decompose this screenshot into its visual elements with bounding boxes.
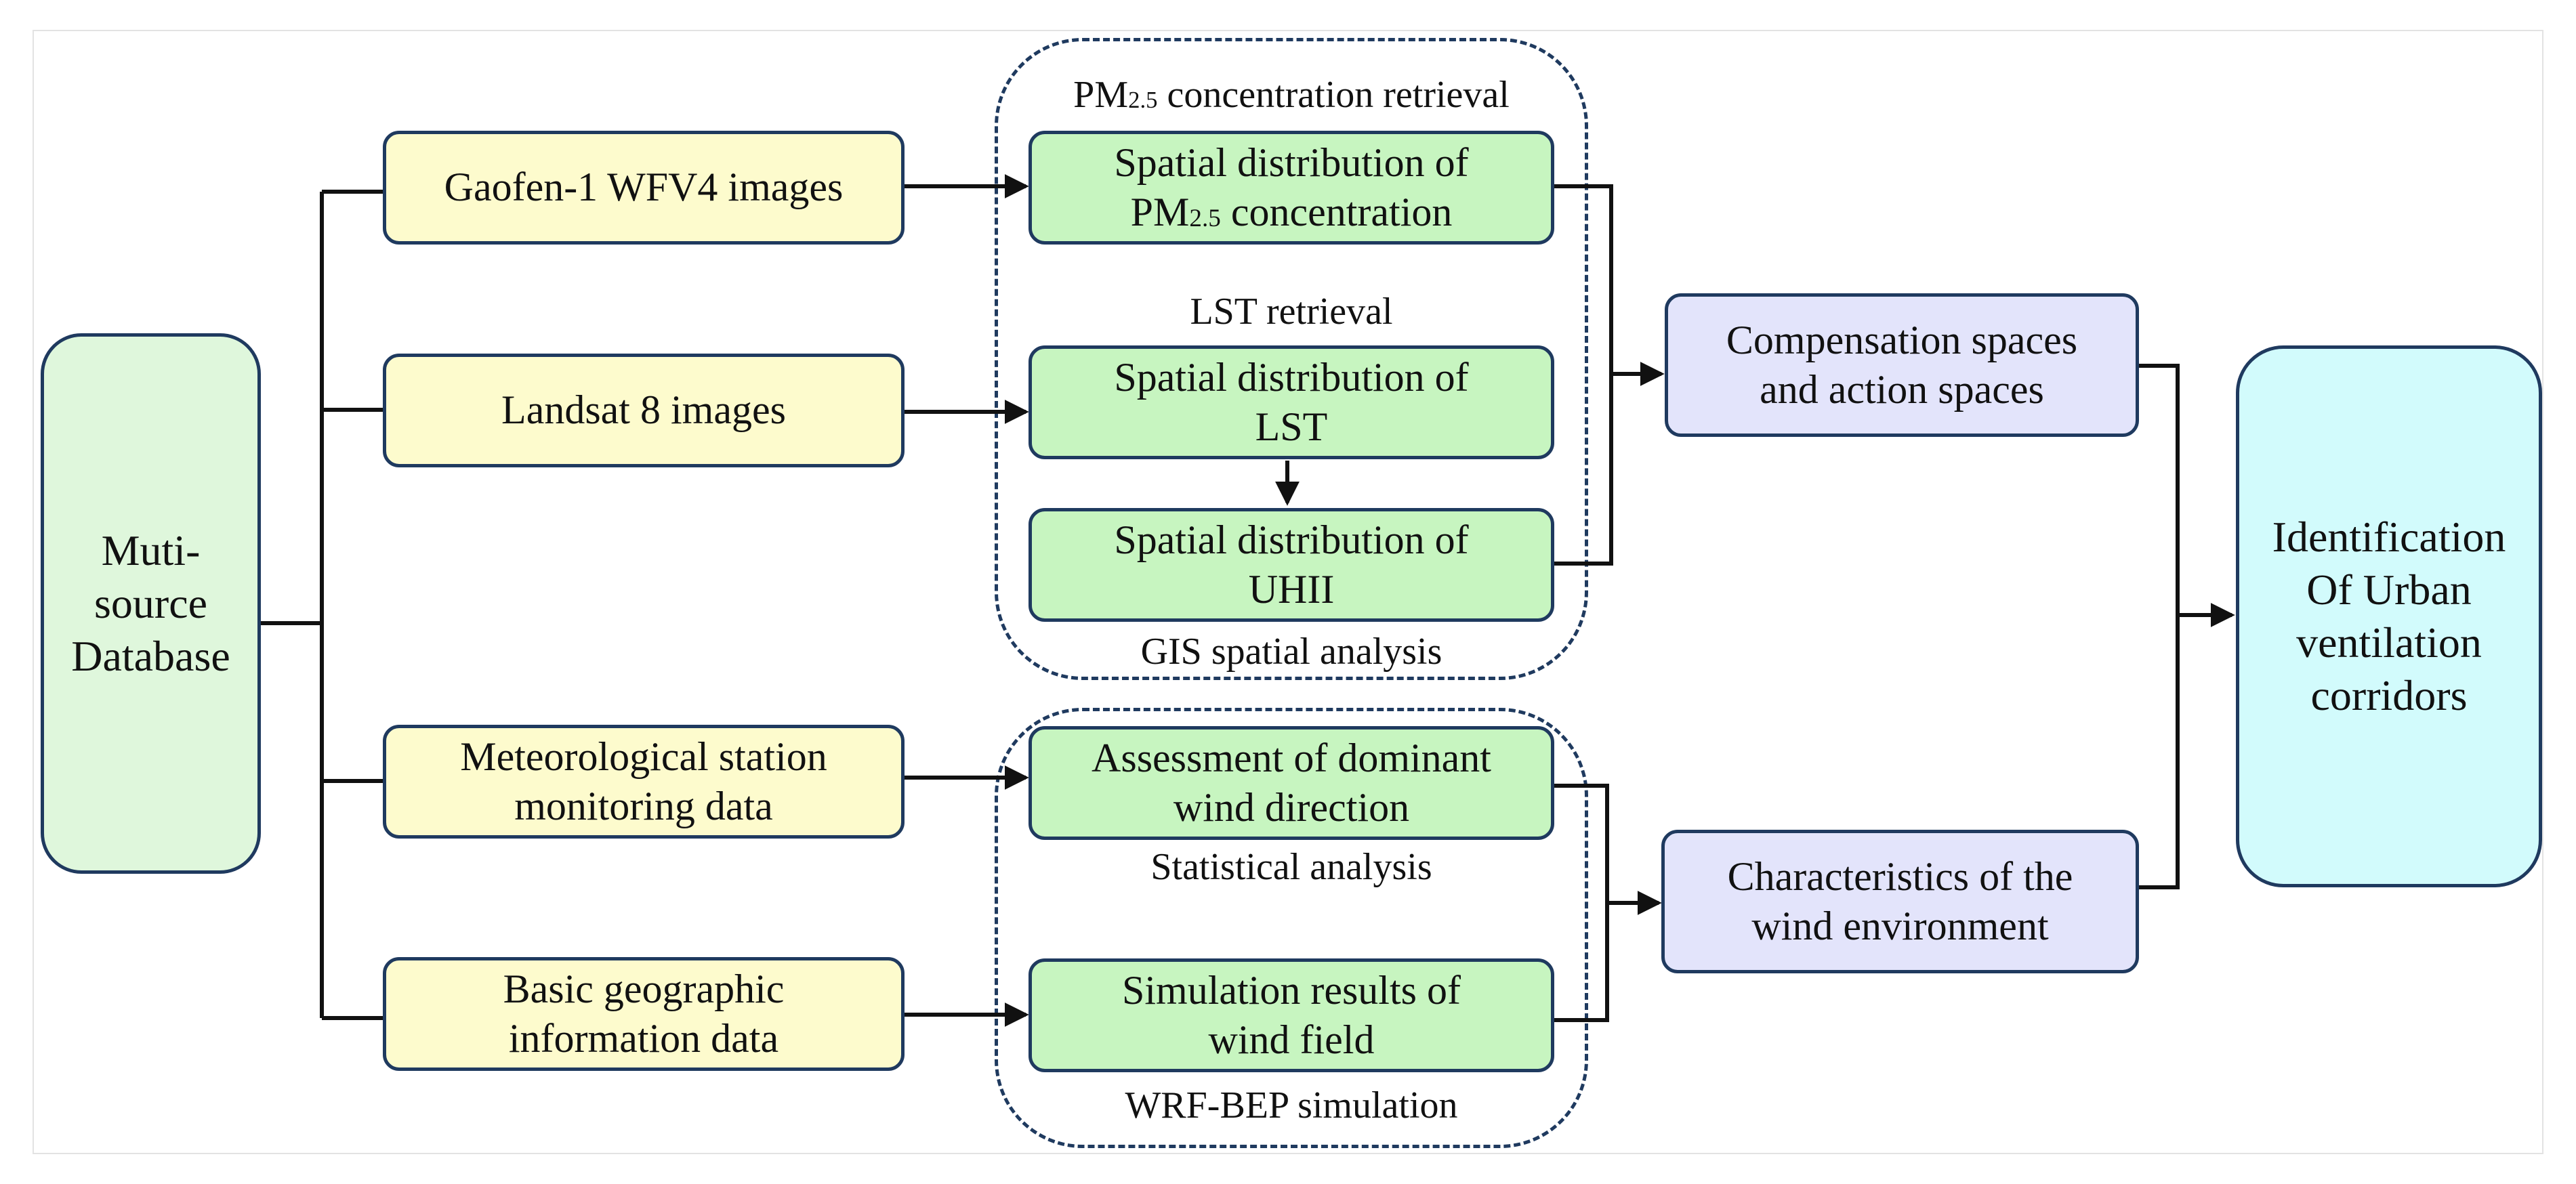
merge-wind [1554,784,1609,1022]
compensation-spaces-label: Compensation spaces and action spaces [1726,317,2078,412]
ventilation-corridors-label: Identification Of Urban ventilation corr… [2272,512,2506,720]
group-wind-container [995,708,1588,1148]
ventilation-corridors-box: Identification Of Urban ventilation corr… [2236,345,2542,887]
input-landsat-box: Landsat 8 images [383,354,905,467]
input-landsat-label: Landsat 8 images [501,387,786,433]
input-meteorological-label: Meteorological station monitoring data [460,734,827,828]
merge-retrieval [1554,184,1613,566]
lst-distribution-label: Spatial distribution of LST [1114,354,1469,449]
multisource-database-box: Muti- source Database [41,333,261,874]
multisource-database-label: Muti- source Database [71,526,230,681]
wind-field-label: Simulation results of wind field [1122,967,1461,1062]
uhii-distribution-label: Spatial distribution of UHII [1114,517,1469,612]
input-meteorological-box: Meteorological station monitoring data [383,725,905,839]
pm-retrieval-label: PM2.5 concentration retrieval [1073,74,1510,116]
merge-outputs [2139,364,2180,889]
wind-field-box: Simulation results of wind field [1029,958,1554,1072]
input-geographic-label: Basic geographic information data [503,966,785,1061]
input-gaofen-box: Gaofen-1 WFV4 images [383,131,905,245]
lst-retrieval-label: LST retrieval [1190,291,1393,333]
wind-direction-label: Assessment of dominant wind direction [1092,735,1491,830]
figure-frame [33,30,2543,1154]
uhii-distribution-box: Spatial distribution of UHII [1029,508,1554,622]
wrf-simulation-label: WRF-BEP simulation [1125,1084,1458,1126]
group-retrieval-container [995,38,1588,680]
wind-direction-box: Assessment of dominant wind direction [1029,726,1554,840]
wind-environment-box: Characteristics of the wind environment [1661,830,2139,973]
input-gaofen-label: Gaofen-1 WFV4 images [444,165,844,210]
wind-environment-label: Characteristics of the wind environment [1727,853,2073,948]
compensation-spaces-box: Compensation spaces and action spaces [1665,293,2139,437]
lst-distribution-box: Spatial distribution of LST [1029,345,1554,459]
statistical-analysis-label: Statistical analysis [1150,846,1432,888]
gis-analysis-label: GIS spatial analysis [1140,631,1442,673]
input-geographic-box: Basic geographic information data [383,957,905,1071]
